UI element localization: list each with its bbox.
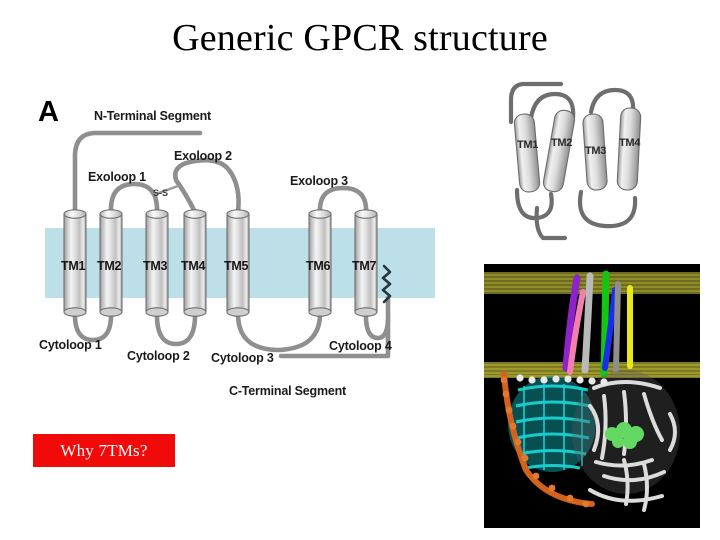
tm-cylinder-2	[99, 209, 123, 317]
g-gamma-beads	[500, 376, 590, 508]
tm-label-3: TM3	[143, 259, 167, 273]
label-exoloop-2: Exoloop 2	[174, 149, 232, 163]
panel-letter-a: A	[38, 96, 59, 128]
bundle-label-tm2: TM2	[551, 137, 572, 149]
g-beta-subunit	[508, 376, 596, 472]
tm-cylinder-1	[63, 209, 87, 317]
gpcr-g-protein-molecular-render	[484, 264, 700, 528]
cytoloop-2-line	[154, 309, 198, 347]
exoloop-3-line	[317, 185, 369, 215]
label-cytoloop-4: Cytoloop 4	[329, 339, 392, 353]
membrane-linker-beads	[516, 374, 608, 386]
bound-ligand	[605, 422, 644, 449]
bundle-loop-nterm	[508, 81, 564, 125]
tm-cylinder-6	[308, 209, 332, 317]
why-7tms-callout[interactable]: Why 7TMs?	[33, 434, 175, 467]
label-exoloop-3: Exoloop 3	[290, 174, 348, 188]
tm-label-7: TM7	[352, 259, 376, 273]
exoloop-2-line	[173, 157, 241, 215]
render-helix-bundle	[562, 270, 633, 378]
bundle-helix-2	[542, 109, 576, 193]
palmitoyl-zigzag-icon	[381, 264, 392, 304]
bundle-loop-bottom-2	[577, 189, 638, 229]
disulfide-bridge-line	[151, 184, 180, 197]
cytoloop-3-line	[235, 309, 323, 353]
c-terminal-line	[278, 317, 391, 359]
bundle-loop-top-2	[588, 87, 636, 115]
transmembrane-helix-group	[63, 209, 378, 317]
tm-cylinder-5	[226, 209, 250, 317]
cytoloop-1-line	[72, 309, 114, 343]
page-title: Generic GPCR structure	[172, 17, 548, 59]
tm-label-6: TM6	[306, 259, 330, 273]
tm-cylinder-3	[145, 209, 169, 317]
tm-label-5: TM5	[224, 259, 248, 273]
g-gamma-subunit	[501, 371, 595, 507]
g-alpha-subunit	[572, 370, 680, 512]
label-cytoloop-2: Cytoloop 2	[127, 349, 190, 363]
membrane-leaflet-lower	[484, 362, 700, 378]
bundle-helix-1	[513, 113, 541, 193]
why-7tms-callout-text: Why 7TMs?	[60, 440, 148, 460]
bundle-loop-bottom-1	[514, 187, 554, 221]
bundle-helix-4	[616, 107, 642, 191]
bundle-loop-top-1	[528, 91, 576, 121]
render-helix-blue	[602, 287, 618, 371]
label-cytoloop-3: Cytoloop 3	[211, 351, 274, 365]
bundle-label-tm3: TM3	[585, 145, 606, 157]
label-disulfide-ss: S-S	[153, 188, 168, 198]
exoloop-1-line	[108, 181, 160, 215]
bundle-label-tm1: TM1	[517, 139, 538, 151]
tm-cylinder-4	[183, 209, 207, 317]
render-helix-purple	[562, 274, 581, 372]
n-terminal-line	[72, 130, 203, 217]
render-helix-gray2	[613, 281, 621, 373]
render-helix-gray1	[581, 272, 594, 374]
label-c-terminal-segment: C-Terminal Segment	[229, 384, 347, 398]
bundle-label-tm4: TM4	[619, 137, 641, 149]
tm-cylinder-7	[354, 209, 378, 317]
label-cytoloop-1: Cytoloop 1	[39, 338, 102, 352]
helix-bundle-diagram: TM1 TM2 TM3 TM4	[495, 78, 695, 248]
bundle-loop-cterm	[534, 205, 568, 241]
gpcr-topology-diagram: A N-Terminal Segment Exoloop 1 S-S Exolo…	[26, 88, 446, 408]
bundle-helix-3	[582, 113, 608, 191]
render-helix-pink	[567, 289, 586, 375]
label-n-terminal-segment: N-Terminal Segment	[94, 109, 212, 123]
tm-label-4: TM4	[181, 259, 205, 273]
tm-label-1: TM1	[61, 259, 85, 273]
tm-label-2: TM2	[97, 259, 121, 273]
label-exoloop-1: Exoloop 1	[88, 170, 146, 184]
